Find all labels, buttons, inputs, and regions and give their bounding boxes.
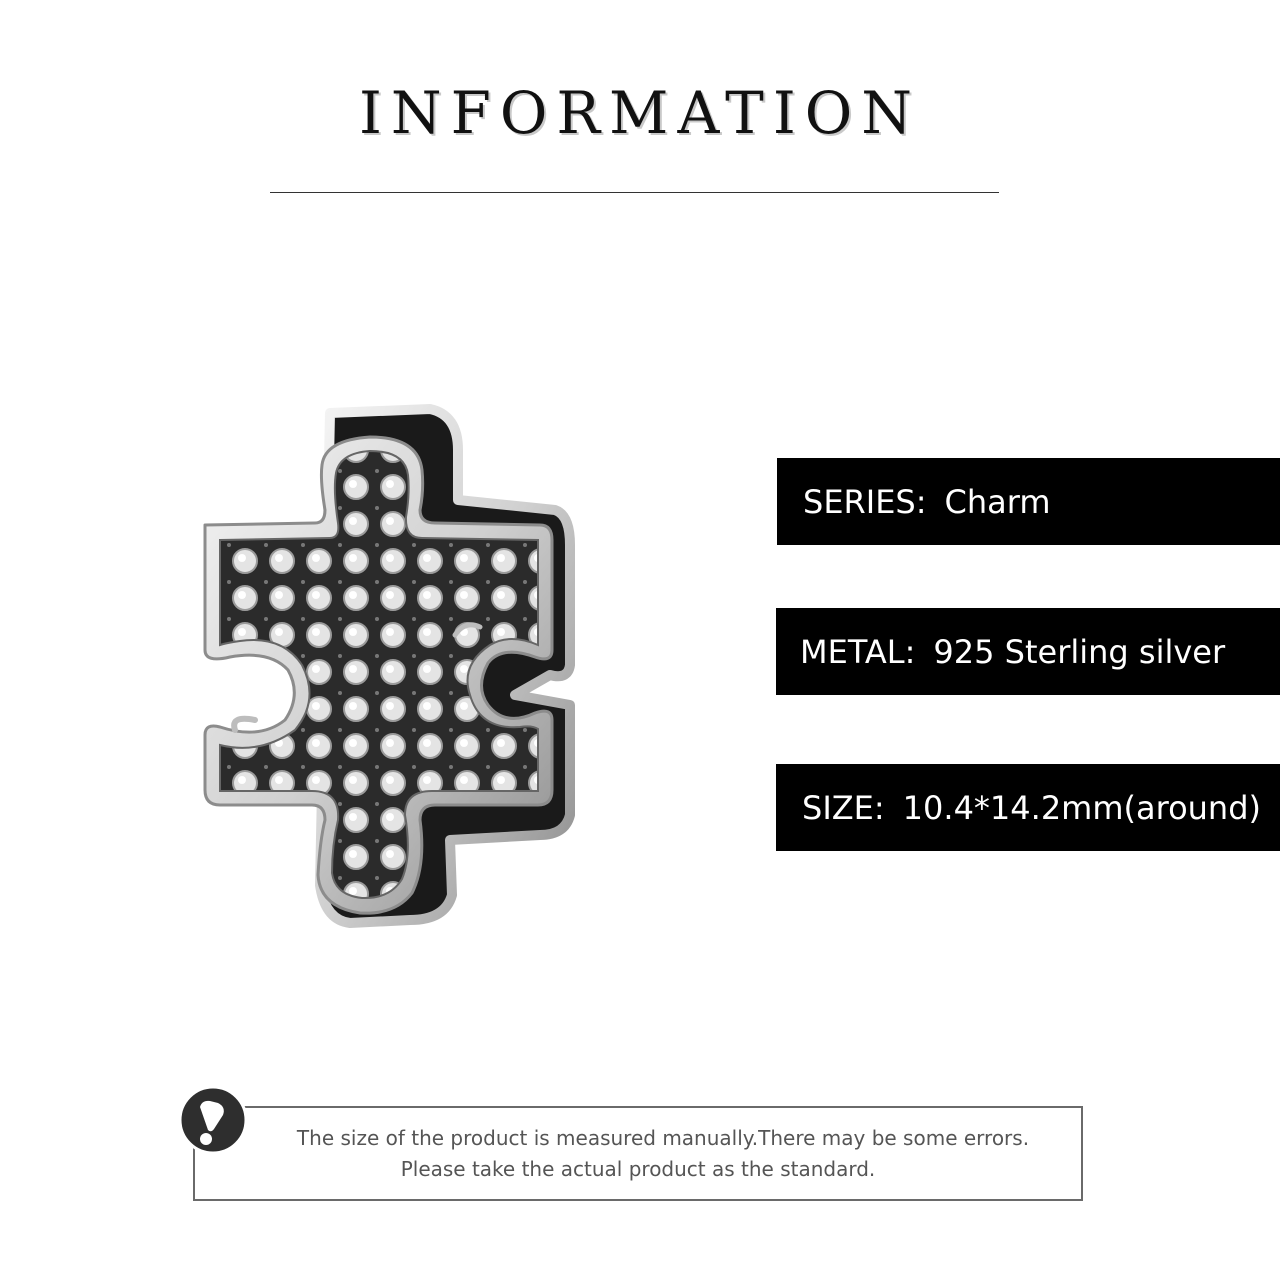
spec-metal-value: 925 Sterling silver — [933, 632, 1226, 671]
disclaimer-box: The size of the product is measured manu… — [193, 1106, 1083, 1201]
disclaimer-line-2: Please take the actual product as the st… — [400, 1156, 876, 1181]
spec-series-value: Charm — [944, 482, 1051, 521]
title-divider — [270, 192, 999, 193]
spec-series: SERIES: Charm — [777, 458, 1280, 545]
spec-size: SIZE: 10.4*14.2mm(around) — [776, 764, 1280, 851]
spec-size-key: SIZE: — [802, 788, 885, 827]
spec-metal-key: METAL: — [800, 632, 916, 671]
spec-series-key: SERIES: — [803, 482, 927, 521]
page-title: INFORMATION — [358, 79, 922, 147]
spec-metal: METAL: 925 Sterling silver — [776, 608, 1280, 695]
exclamation-icon — [178, 1085, 248, 1155]
puzzle-charm-image — [203, 404, 575, 928]
disclaimer-line-1: The size of the product is measured manu… — [296, 1125, 1030, 1150]
spec-size-value: 10.4*14.2mm(around) — [902, 788, 1261, 827]
